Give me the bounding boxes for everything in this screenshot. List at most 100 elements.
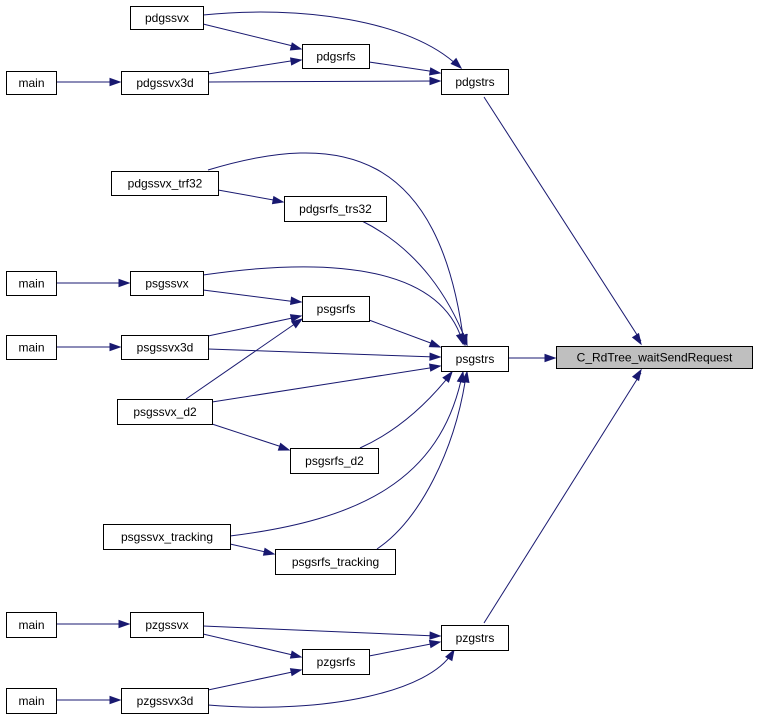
node-label: psgstrs (456, 352, 495, 366)
node-pdgstrs[interactable]: pdgstrs (441, 69, 509, 95)
edge-pzgssvx-to-pzgsrfs (202, 633, 303, 659)
node-box[interactable] (103, 524, 231, 550)
arrowhead-icon (262, 547, 276, 556)
edge-line (207, 348, 437, 358)
edge-line (368, 319, 437, 346)
node-pzgssvx[interactable]: pzgssvx (130, 612, 204, 638)
edge-line (207, 59, 298, 75)
node-box[interactable] (6, 612, 57, 638)
node-label: main (18, 341, 44, 355)
arrowhead-icon (277, 442, 291, 451)
node-box[interactable] (130, 612, 204, 638)
node-box[interactable] (441, 69, 509, 95)
graph-edges (56, 11, 642, 708)
node-box[interactable] (121, 71, 209, 95)
node-psgstrs[interactable]: psgstrs (441, 346, 509, 372)
node-psgsrfs-d2[interactable]: psgsrfs_d2 (290, 448, 379, 474)
node-box[interactable] (6, 688, 57, 714)
edge-pdgsrfs-to-pdgstrs (368, 61, 442, 76)
arrowhead-icon (428, 67, 442, 76)
edge-psgsrfs-d2-to-psgstrs (359, 370, 453, 449)
node-main-3[interactable]: main (6, 335, 57, 360)
node-label: main (18, 76, 44, 90)
arrowhead-icon (289, 42, 303, 51)
edge-psgsrfs-to-psgstrs (368, 319, 442, 348)
node-psgsrfs-tracking[interactable]: psgsrfs_tracking (275, 549, 396, 575)
edge-pzgsrfs-to-pzgstrs (368, 639, 442, 657)
arrowhead-icon (461, 370, 470, 383)
node-psgsrfs[interactable]: psgsrfs (302, 296, 370, 322)
edge-pdgssvx3d-to-pdgstrs (207, 76, 442, 86)
arrowhead-icon (118, 619, 131, 629)
edge-psgssvx-to-psgstrs (202, 266, 464, 346)
node-pzgstrs[interactable]: pzgstrs (441, 625, 509, 651)
node-box[interactable] (130, 271, 204, 296)
arrowhead-icon (118, 278, 131, 288)
node-box[interactable] (275, 549, 396, 575)
node-box[interactable] (6, 335, 57, 360)
edge-line (202, 625, 437, 637)
arrowhead-icon (429, 76, 442, 86)
edge-psgssvx-d2-to-psgsrfs-d2 (211, 423, 291, 451)
node-psgssvx3d[interactable]: psgssvx3d (121, 335, 209, 360)
node-psgssvx-tracking[interactable]: psgssvx_tracking (103, 524, 231, 550)
node-root[interactable]: C_RdTree_waitSendRequest (556, 346, 753, 369)
node-label: pdgstrs (455, 75, 494, 89)
node-box[interactable] (302, 44, 370, 69)
node-main-1[interactable]: main (6, 71, 57, 95)
node-box[interactable] (441, 346, 509, 372)
node-box[interactable] (556, 346, 753, 369)
edge-pdgssvx-to-pdgsrfs (202, 23, 303, 51)
node-box[interactable] (441, 625, 509, 651)
arrowhead-icon (455, 332, 464, 346)
node-label: psgsrfs (317, 302, 356, 316)
node-box[interactable] (117, 399, 213, 425)
edge-line (376, 375, 467, 550)
node-pdgssvx-trf32[interactable]: pdgssvx_trf32 (111, 171, 219, 196)
node-label: psgssvx_tracking (121, 530, 213, 544)
node-pzgssvx3d[interactable]: pzgssvx3d (121, 688, 209, 714)
edge-line (207, 316, 298, 337)
node-psgssvx[interactable]: psgssvx (130, 271, 204, 296)
arrowhead-icon (631, 368, 642, 382)
edge-line (207, 652, 453, 708)
edge-line (211, 366, 437, 403)
node-pzgsrfs[interactable]: pzgsrfs (302, 649, 370, 675)
node-box[interactable] (6, 71, 57, 95)
node-box[interactable] (121, 335, 209, 360)
node-box[interactable] (6, 271, 57, 296)
edge-pdgssvx-trf32-to-pdgsrfs-trs32 (217, 189, 285, 205)
node-label: pdgsrfs (316, 50, 355, 64)
node-box[interactable] (130, 6, 204, 30)
node-label: main (18, 694, 44, 708)
node-box[interactable] (121, 688, 209, 714)
arrowhead-icon (442, 370, 453, 383)
edge-line (211, 423, 286, 449)
node-box[interactable] (111, 171, 219, 196)
graph-nodes: C_RdTree_waitSendRequest pdgstrs psgstrs pz… (6, 6, 753, 714)
node-label: pzgstrs (456, 631, 495, 645)
arrowhead-icon (289, 668, 303, 677)
arrowhead-icon (428, 639, 442, 649)
node-pdgssvx3d[interactable]: pdgssvx3d (121, 71, 209, 95)
node-pdgssvx[interactable]: pdgssvx (130, 6, 204, 30)
node-box[interactable] (290, 448, 379, 474)
node-box[interactable] (302, 296, 370, 322)
node-pdgsrfs-trs32[interactable]: pdgsrfs_trs32 (284, 196, 387, 222)
node-main-4[interactable]: main (6, 612, 57, 638)
edge-line (483, 372, 642, 624)
edge-pdgsrfs-trs32-to-psgstrs (361, 220, 468, 347)
node-label: psgssvx3d (137, 341, 194, 355)
node-main-5[interactable]: main (6, 688, 57, 714)
node-psgssvx-d2[interactable]: psgssvx_d2 (117, 399, 213, 425)
node-pdgsrfs[interactable]: pdgsrfs (302, 44, 370, 69)
edge-line (207, 670, 298, 691)
edge-line (202, 289, 298, 303)
node-label: psgssvx (145, 277, 188, 291)
node-box[interactable] (302, 649, 370, 675)
node-box[interactable] (284, 196, 387, 222)
node-main-2[interactable]: main (6, 271, 57, 296)
node-label: C_RdTree_waitSendRequest (577, 351, 733, 365)
node-label: pdgsrfs_trs32 (299, 202, 372, 216)
arrowhead-icon (429, 631, 442, 640)
